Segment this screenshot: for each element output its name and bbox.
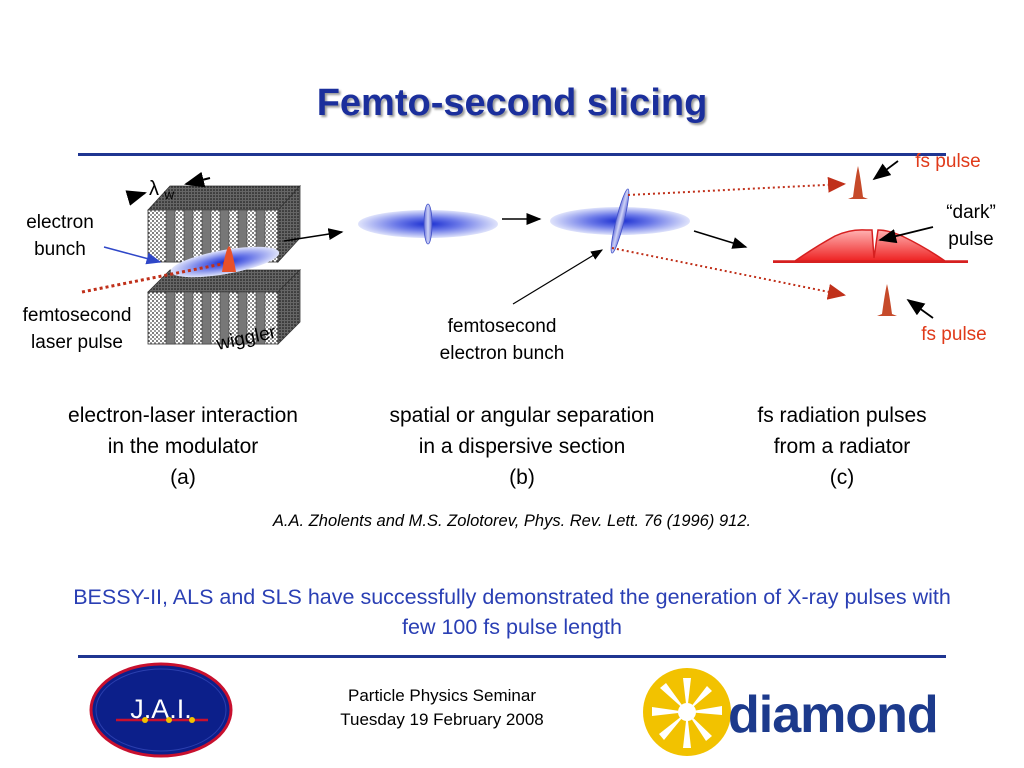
- femtosecond-bunch-pointer: [512, 249, 604, 305]
- caption-b-line3: (b): [509, 466, 535, 489]
- electron-bunch-label: electron bunch: [26, 212, 94, 260]
- fs-pulse-bottom-label: fs pulse: [921, 324, 987, 345]
- footer-date: Tuesday 19 February 2008: [340, 710, 544, 729]
- summary-statement: BESSY-II, ALS and SLS have successfully …: [73, 585, 951, 639]
- fs-radiation-path-upper: [627, 176, 846, 196]
- slicing-diagram: λ W wiggler: [81, 160, 968, 355]
- dark-pulse-pointer: [878, 226, 934, 244]
- energy-modulated-slice: [423, 203, 433, 245]
- wiggler-lower-magnets: [147, 269, 301, 345]
- arrow-a-to-b: [283, 228, 344, 242]
- diamond-logo-text: diamond: [728, 686, 938, 744]
- caption-c-line1: fs radiation pulses: [757, 404, 927, 427]
- caption-a-line2: in the modulator: [107, 435, 259, 458]
- jai-logo: J.A.I.: [89, 662, 233, 758]
- electron-bunch-pointer: [103, 246, 162, 265]
- fs-pulse-upper: [848, 166, 868, 199]
- diamond-logo-burst: [652, 678, 722, 748]
- caption-c-line3: (c): [829, 466, 855, 489]
- dark-pulse-waveform: [773, 229, 968, 263]
- laser-pulse-marker: [222, 246, 236, 272]
- fs-pulse-top-label: fs pulse: [915, 151, 981, 172]
- femtosecond-laser-pulse-label: femtosecond laser pulse: [22, 305, 132, 353]
- caption-a: electron-laser interaction in the modula…: [28, 400, 338, 493]
- lambda-w-subscript: W: [164, 190, 175, 202]
- caption-b: spatial or angular separation in a dispe…: [352, 400, 692, 493]
- arrow-b-to-c: [693, 230, 748, 249]
- bottom-divider: [78, 655, 946, 658]
- slide-title: Femto-second slicing: [316, 82, 708, 124]
- caption-a-line3: (a): [170, 466, 196, 489]
- caption-a-line1: electron-laser interaction: [68, 404, 298, 427]
- caption-c-line2: from a radiator: [773, 435, 911, 458]
- wiggler-period-marker: λ W: [125, 171, 211, 206]
- laser-pulse-path: [81, 260, 233, 294]
- femtosecond-electron-bunch-label: femtosecond electron bunch: [439, 316, 565, 364]
- footer-seminar: Particle Physics Seminar: [347, 686, 536, 705]
- footer: Particle Physics Seminar Tuesday 19 Febr…: [312, 684, 572, 732]
- fs-pulse-lower: [877, 284, 897, 316]
- caption-b-line1: spatial or angular separation: [389, 404, 655, 427]
- diamond-logo: diamond: [643, 668, 939, 756]
- top-divider: [78, 153, 946, 156]
- caption-b-line2: in a dispersive section: [418, 435, 626, 458]
- dark-pulse-label: “dark” pulse: [946, 202, 996, 250]
- fs-pulse-bottom-pointer: [906, 298, 934, 319]
- citation: A.A. Zholents and M.S. Zolotorev, Phys. …: [272, 512, 752, 530]
- separated-femtosecond-slice: [610, 188, 630, 254]
- lambda-w-symbol: λ: [149, 178, 159, 200]
- fs-pulse-top-pointer: [872, 160, 899, 181]
- caption-c: fs radiation pulses from a radiator (c): [712, 400, 972, 493]
- jai-logo-text: J.A.I.: [130, 694, 192, 724]
